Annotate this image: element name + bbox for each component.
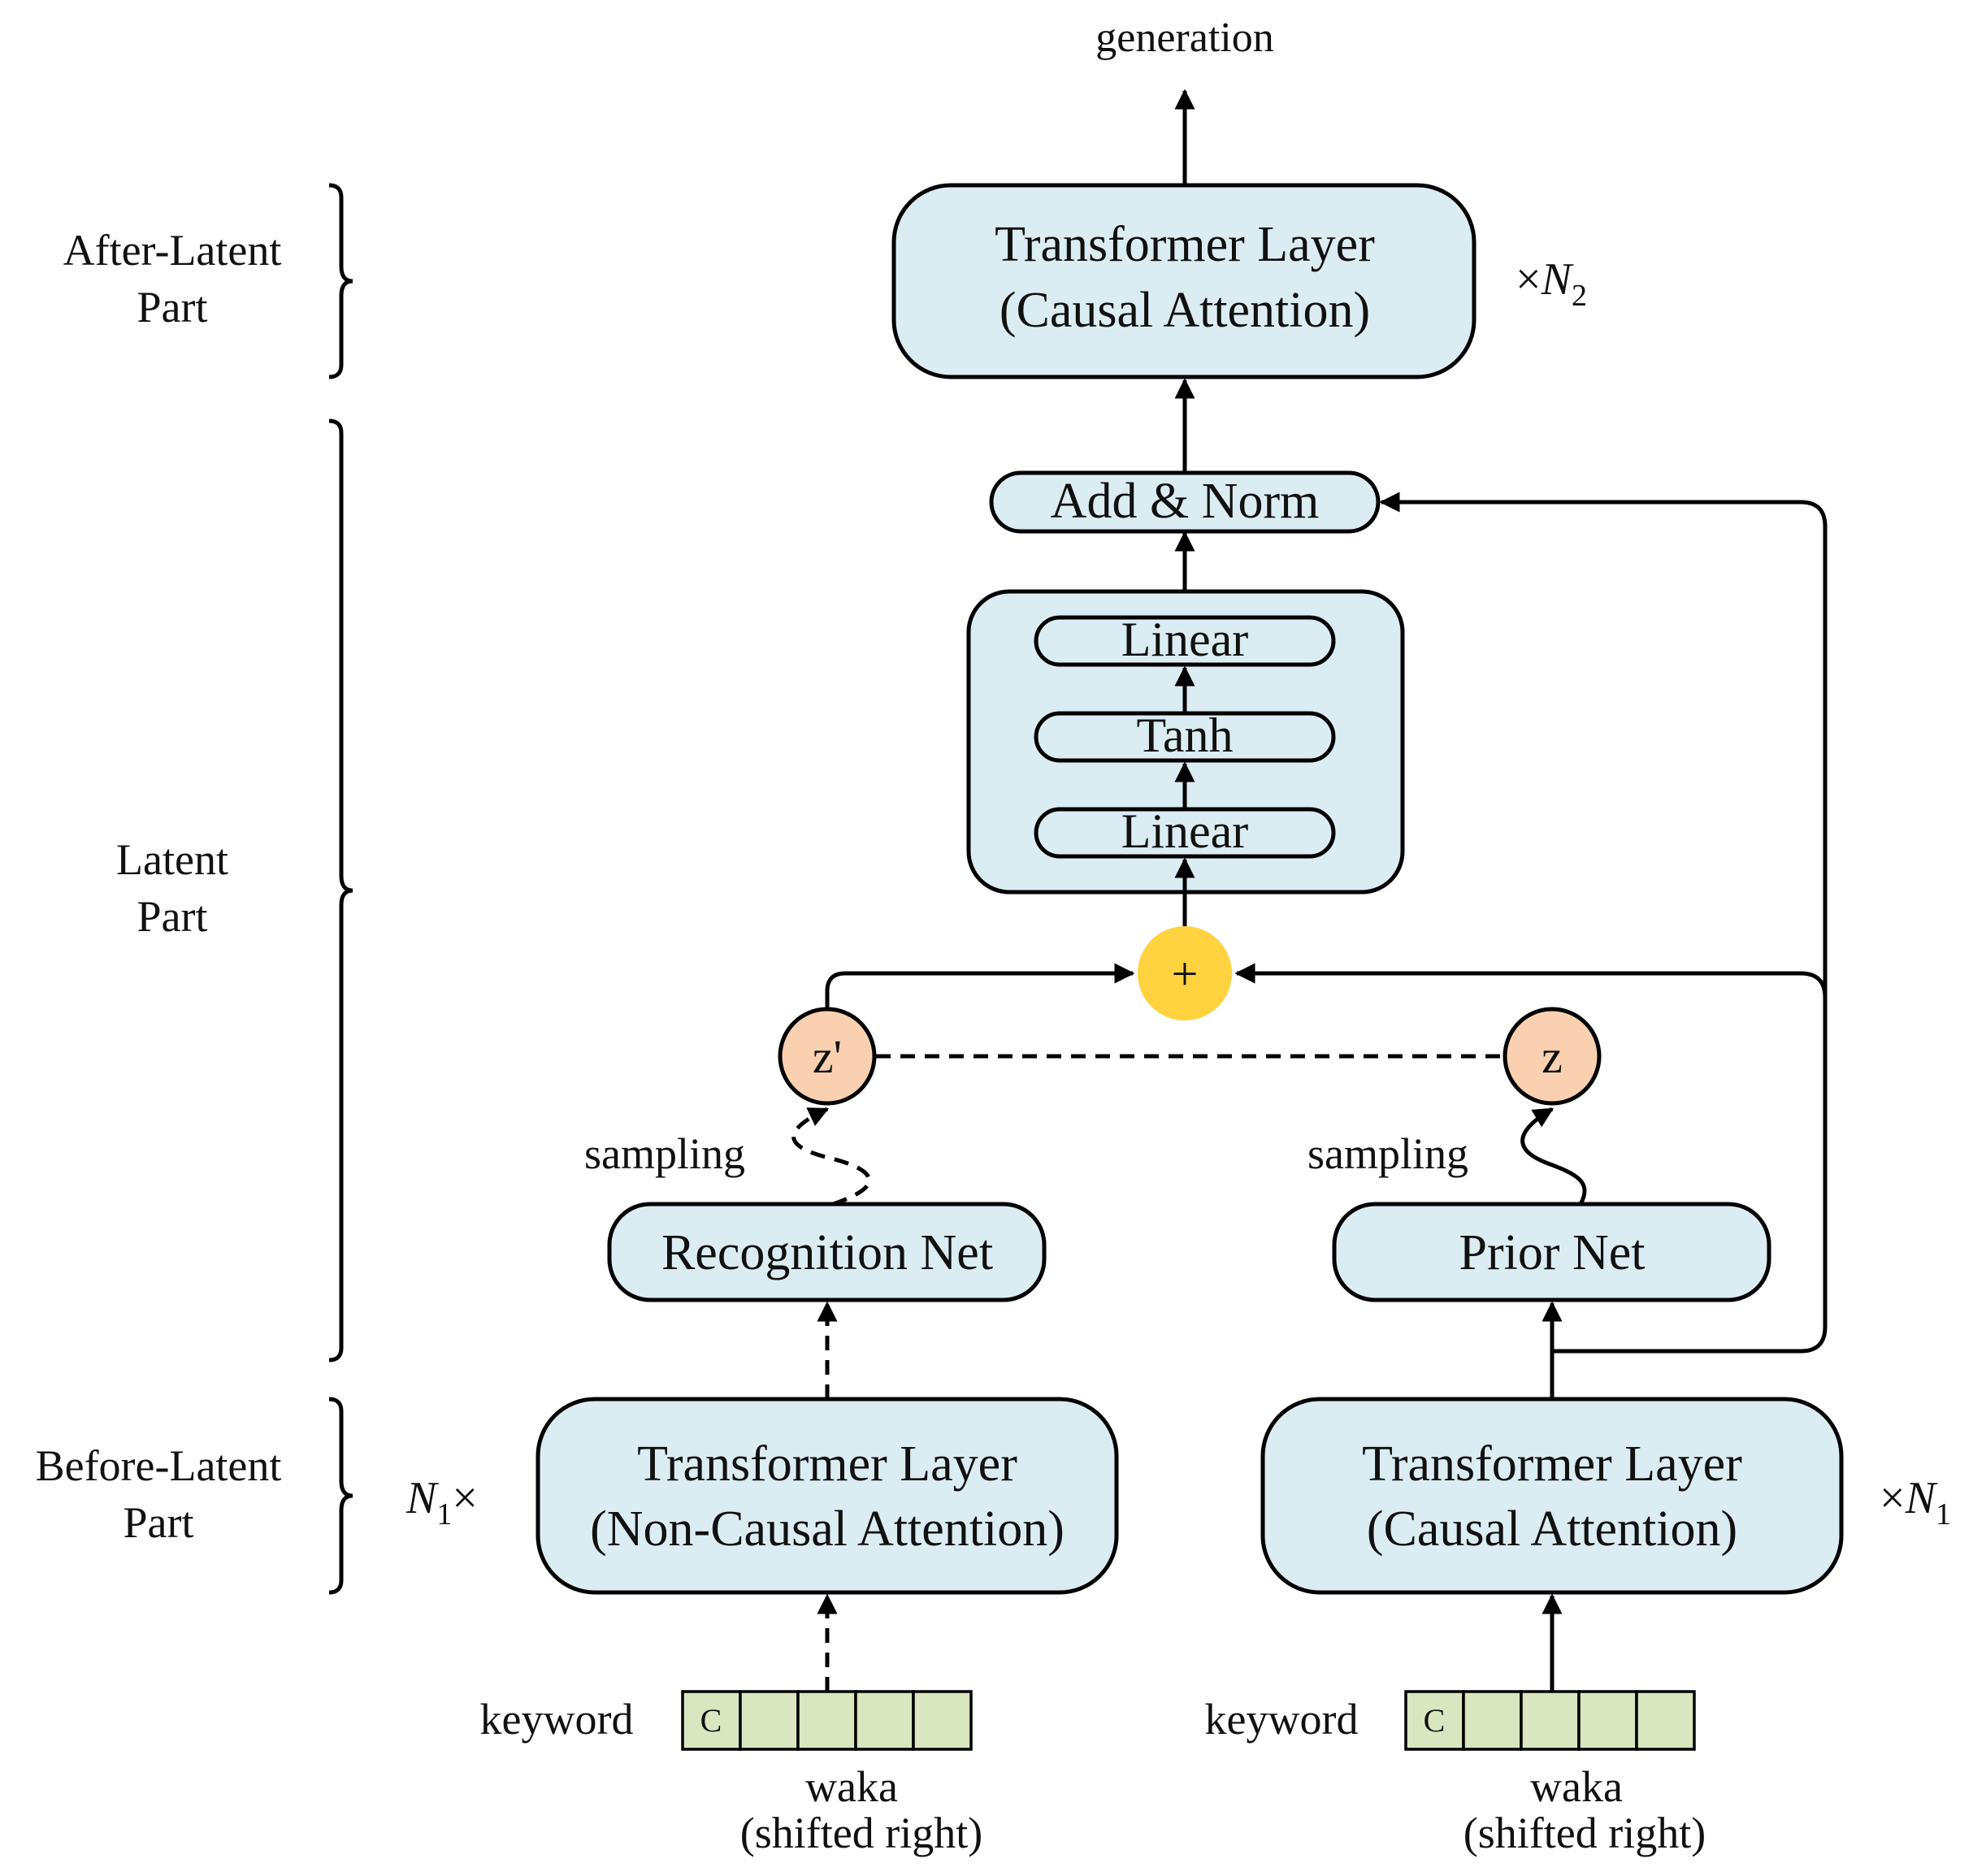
input-cell <box>739 1690 800 1751</box>
input-cell-c: C <box>700 1702 722 1739</box>
right-transformer-block <box>1260 1397 1844 1595</box>
prior-net-block <box>1332 1202 1771 1302</box>
linear-top-label: Linear <box>1121 613 1249 666</box>
top-transformer-subtitle: (Causal Attention) <box>1000 283 1370 338</box>
z-prime-node <box>778 1007 877 1106</box>
section-label-after-latent-1: After-Latent <box>63 226 282 275</box>
plus-node <box>1138 926 1232 1020</box>
input-cell <box>1520 1690 1581 1751</box>
left-transformer-block <box>536 1397 1119 1595</box>
brace-before-latent <box>328 1397 353 1595</box>
brace-after-latent <box>328 183 353 379</box>
add-norm-label: Add & Norm <box>1051 474 1320 529</box>
left-transformer-title: Transformer Layer <box>637 1436 1017 1492</box>
plus-label: + <box>1172 947 1199 1000</box>
input-cell-c: C <box>1424 1702 1446 1739</box>
arrow-residual-to-addnorm <box>1379 492 1828 998</box>
recognition-net-label: Recognition Net <box>661 1225 993 1280</box>
sampling-label-left: sampling <box>584 1129 745 1178</box>
waka-label-left: waka <box>805 1762 898 1811</box>
linear-bottom-block <box>1034 807 1336 859</box>
generation-label: generation <box>1095 15 1273 61</box>
linear-top-block <box>1034 615 1336 667</box>
top-transformer-title: Transformer Layer <box>995 217 1375 272</box>
input-cell <box>796 1690 857 1751</box>
sampling-squiggle-right <box>1520 1107 1587 1206</box>
input-cell <box>912 1690 973 1751</box>
input-cell <box>681 1690 742 1751</box>
shifted-label-right: (shifted right) <box>1463 1809 1706 1857</box>
right-transformer-subtitle: (Causal Attention) <box>1367 1501 1737 1557</box>
tanh-label: Tanh <box>1136 708 1233 762</box>
section-label-latent-2: Part <box>137 892 208 941</box>
left-input-sequence: C <box>681 1690 973 1751</box>
keyword-label-left: keyword <box>480 1695 634 1744</box>
z-node <box>1503 1007 1602 1106</box>
waka-label-right: waka <box>1530 1762 1623 1811</box>
section-label-before-latent-2: Part <box>124 1498 194 1547</box>
shifted-label-left: (shifted right) <box>740 1809 982 1857</box>
sampling-squiggle-left <box>791 1107 871 1207</box>
brace-latent <box>328 418 353 1363</box>
recognition-net-block <box>607 1202 1047 1302</box>
repeat-label-n2: ×N2 <box>1516 254 1587 313</box>
sampling-label-right: sampling <box>1307 1129 1468 1178</box>
repeat-label-n1-left: N1× <box>405 1473 478 1532</box>
z-prime-label: z' <box>813 1030 842 1083</box>
linear-bottom-label: Linear <box>1121 804 1249 858</box>
section-label-latent-1: Latent <box>116 835 228 884</box>
tanh-block <box>1034 711 1336 763</box>
input-cell <box>1462 1690 1523 1751</box>
repeat-label-n1-right: ×N1 <box>1880 1473 1951 1532</box>
prior-net-label: Prior Net <box>1459 1225 1645 1280</box>
right-transformer-title: Transformer Layer <box>1362 1436 1742 1492</box>
input-cell <box>854 1690 915 1751</box>
arrow-residual-to-plus <box>1234 963 1828 1354</box>
section-label-after-latent-2: Part <box>137 283 208 331</box>
z-label: z <box>1542 1030 1563 1083</box>
top-transformer-block <box>891 183 1476 379</box>
arrow-zprime-to-plus <box>825 963 1135 1007</box>
keyword-label-right: keyword <box>1205 1695 1359 1744</box>
input-cell <box>1635 1690 1696 1751</box>
right-input-sequence: C <box>1404 1690 1696 1751</box>
input-cell <box>1577 1690 1638 1751</box>
left-transformer-subtitle: (Non-Causal Attention) <box>590 1501 1065 1557</box>
section-label-before-latent-1: Before-Latent <box>36 1441 282 1490</box>
